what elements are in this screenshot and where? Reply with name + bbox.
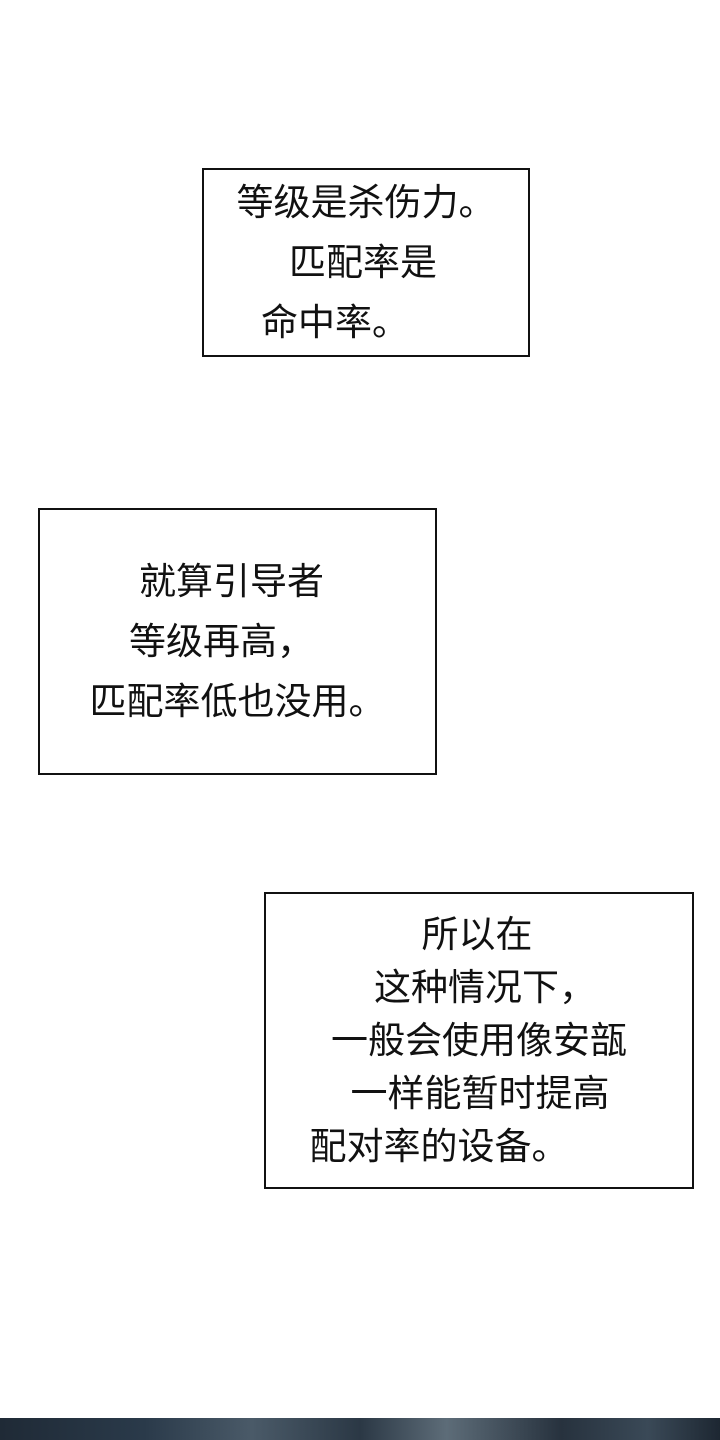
caption-box-1: 等级是杀伤力。 匹配率是 命中率。 bbox=[202, 168, 530, 357]
caption-line: 就算引导者 bbox=[139, 559, 324, 603]
caption-box-3: 所以在 这种情况下， 一般会使用像安瓿 一样能暂时提高 配对率的设备。 bbox=[264, 892, 694, 1189]
caption-line: 这种情况下， bbox=[374, 966, 596, 1009]
caption-line: 一般会使用像安瓿 bbox=[331, 1019, 627, 1062]
caption-line: 匹配率是 bbox=[289, 240, 437, 284]
caption-line: 等级再高， bbox=[129, 619, 314, 663]
caption-line: 一样能暂时提高 bbox=[350, 1072, 610, 1115]
caption-line: 等级是杀伤力。 bbox=[236, 180, 496, 224]
caption-line: 所以在 bbox=[421, 913, 533, 956]
next-panel-edge bbox=[0, 1418, 720, 1440]
caption-line: 匹配率低也没用。 bbox=[89, 679, 386, 723]
caption-line: 配对率的设备。 bbox=[309, 1125, 569, 1168]
caption-line: 命中率。 bbox=[261, 300, 409, 344]
caption-box-2: 就算引导者 等级再高， 匹配率低也没用。 bbox=[38, 508, 437, 775]
